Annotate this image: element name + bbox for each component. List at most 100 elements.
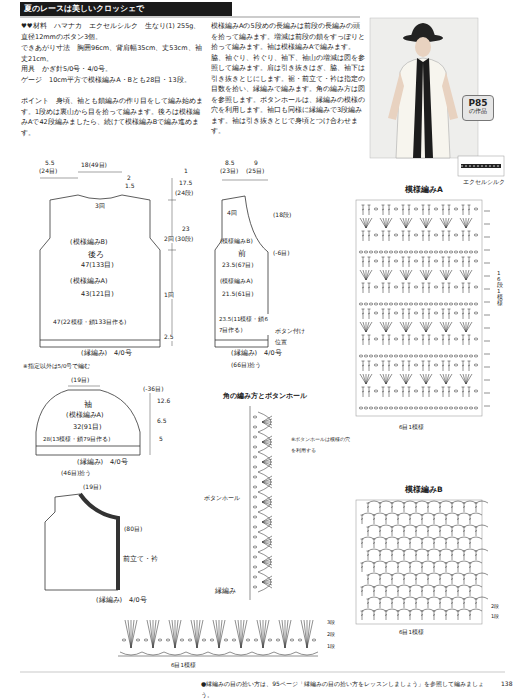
stitch-stroke — [462, 365, 464, 366]
note-label: 1回 — [163, 292, 175, 299]
chain-arc — [452, 597, 464, 599]
chain-arc — [416, 525, 428, 527]
stitch-stroke — [446, 218, 452, 228]
stitch-stroke — [386, 270, 392, 280]
chain-stitch — [389, 303, 393, 305]
stitch-stroke — [462, 261, 464, 262]
chain-arc — [410, 513, 422, 515]
chain-stitch — [312, 639, 316, 641]
chain-stitch — [474, 303, 478, 305]
stitch-stroke — [469, 257, 470, 267]
chain-stitch — [369, 407, 373, 409]
stitch-stroke — [458, 587, 459, 596]
stitch-stroke — [408, 209, 410, 210]
stitch-stroke — [462, 309, 465, 310]
stitch-stroke — [406, 322, 412, 332]
chain-stitch — [188, 639, 192, 641]
stitch-stroke — [442, 313, 444, 314]
piece-label: 袖 — [84, 400, 92, 409]
note-label: 5.5 — [44, 160, 56, 167]
stitch-stroke — [386, 218, 389, 228]
stitch-stroke — [463, 205, 464, 215]
note-label: 2段 — [490, 604, 500, 610]
stitch-stroke — [368, 205, 371, 206]
stitch-stroke — [469, 591, 471, 592]
stitch-stroke — [382, 361, 385, 362]
note-label: ゲージ 10cm平方で模様編みA・Bとも28目・13段。 — [20, 75, 208, 86]
stitch-stroke — [374, 587, 375, 596]
chain-arc — [386, 513, 398, 515]
stitch-stroke — [468, 387, 471, 388]
note-label: 1 — [183, 168, 189, 175]
stitch-stroke — [388, 365, 390, 366]
chain-arc — [392, 573, 404, 575]
stitch-stroke — [368, 313, 370, 314]
note-label: (縁編み) 4/0号 — [76, 459, 129, 466]
note-label: (25目) — [245, 168, 265, 175]
stitch-stroke — [428, 575, 429, 584]
stitch-stroke — [404, 503, 405, 512]
note-label: 138 — [500, 681, 513, 688]
stitch-stroke — [484, 393, 490, 394]
stitch-stroke — [362, 235, 364, 236]
stitch-stroke — [428, 527, 429, 536]
chain-stitch — [253, 586, 257, 588]
stitch-stroke — [442, 261, 444, 262]
stitch-stroke — [439, 579, 441, 580]
chain-arc — [446, 561, 458, 563]
stitch-stroke — [389, 205, 390, 215]
stitch-stroke — [301, 620, 307, 648]
chain-arc — [374, 585, 386, 587]
note-label: 17.5 — [178, 180, 193, 187]
stitch-stroke — [361, 543, 363, 544]
chain-stitch — [276, 639, 280, 641]
chain-stitch — [202, 639, 206, 641]
piece-outline — [40, 195, 160, 347]
chart-strokes — [118, 200, 490, 656]
stitch-stroke — [397, 519, 399, 520]
chain-stitch — [404, 251, 408, 253]
chain-arc — [404, 525, 416, 527]
stitch-stroke — [463, 555, 465, 556]
stitch-stroke — [262, 582, 272, 585]
stitch-stroke — [361, 615, 363, 616]
stitch-stroke — [360, 218, 366, 228]
chain-arc — [464, 501, 476, 503]
stitch-stroke — [468, 339, 470, 340]
stitch-stroke — [191, 620, 197, 648]
chain-arc — [392, 549, 404, 551]
chain-stitch — [399, 303, 403, 305]
note-label: 21.5(61目) — [221, 291, 255, 298]
stitch-stroke — [382, 339, 384, 340]
note-label: (19目) — [82, 484, 102, 491]
chain-stitch — [419, 407, 423, 409]
stitch-stroke — [262, 439, 272, 442]
stitch-stroke — [368, 391, 370, 392]
chain-stitch — [359, 407, 363, 409]
stitch-stroke — [403, 309, 404, 319]
chain-arc — [452, 501, 464, 503]
chain-arc — [440, 549, 452, 551]
chain-arc — [440, 573, 452, 575]
stitch-stroke — [373, 543, 375, 544]
stitch-stroke — [373, 615, 375, 616]
chain-stitch — [253, 496, 257, 498]
chain-stitch — [253, 416, 257, 418]
stitch-stroke — [429, 361, 430, 371]
note-label: 用具 かぎ針5/0号・4/0号。 — [20, 64, 208, 75]
stitch-stroke — [469, 387, 470, 397]
stitch-stroke — [443, 270, 446, 280]
stitch-stroke — [484, 263, 490, 264]
chain-stitch — [364, 407, 368, 409]
chain-arc — [368, 549, 380, 551]
stitch-stroke — [475, 531, 477, 532]
chain-stitch — [394, 407, 398, 409]
stitch-stroke — [469, 361, 470, 371]
chain-arc — [416, 573, 428, 575]
chain-stitch — [419, 303, 423, 305]
chain-stitch — [404, 407, 408, 409]
stitch-stroke — [367, 555, 369, 556]
chain-arc — [446, 537, 458, 539]
chain-arc — [446, 609, 458, 611]
note-label: 9 — [253, 160, 259, 167]
